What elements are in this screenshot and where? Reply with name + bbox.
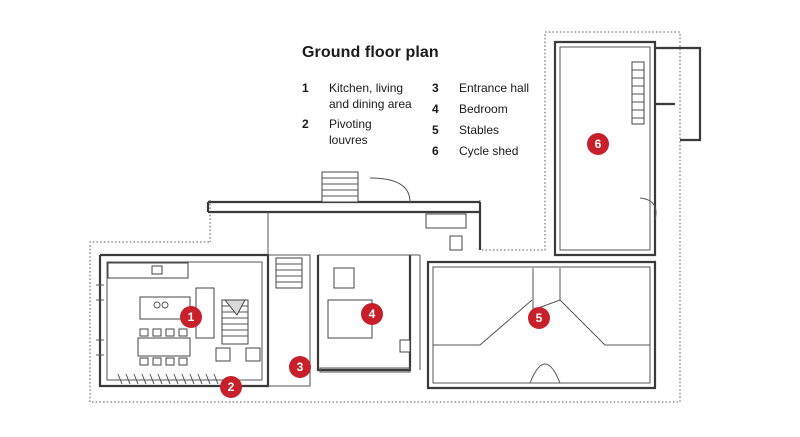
- room-marker-1: 1: [180, 306, 202, 328]
- room-marker-6: 6: [587, 133, 609, 155]
- room-marker-5: 5: [528, 307, 550, 329]
- louvres: [117, 373, 219, 385]
- cycle-shed-walls: [553, 40, 657, 257]
- kitchen-inner-wall: [106, 261, 263, 381]
- dining-table: [137, 337, 191, 357]
- kitchen-counter: [107, 262, 189, 279]
- site-boundary: [89, 31, 681, 403]
- room-marker-4: 4: [361, 303, 383, 325]
- room-marker-2: 2: [220, 376, 242, 398]
- plan-title: Ground floor plan: [302, 44, 439, 61]
- room-marker-3: 3: [289, 356, 311, 378]
- external-stair: [321, 171, 359, 203]
- stables-walls: [426, 260, 657, 390]
